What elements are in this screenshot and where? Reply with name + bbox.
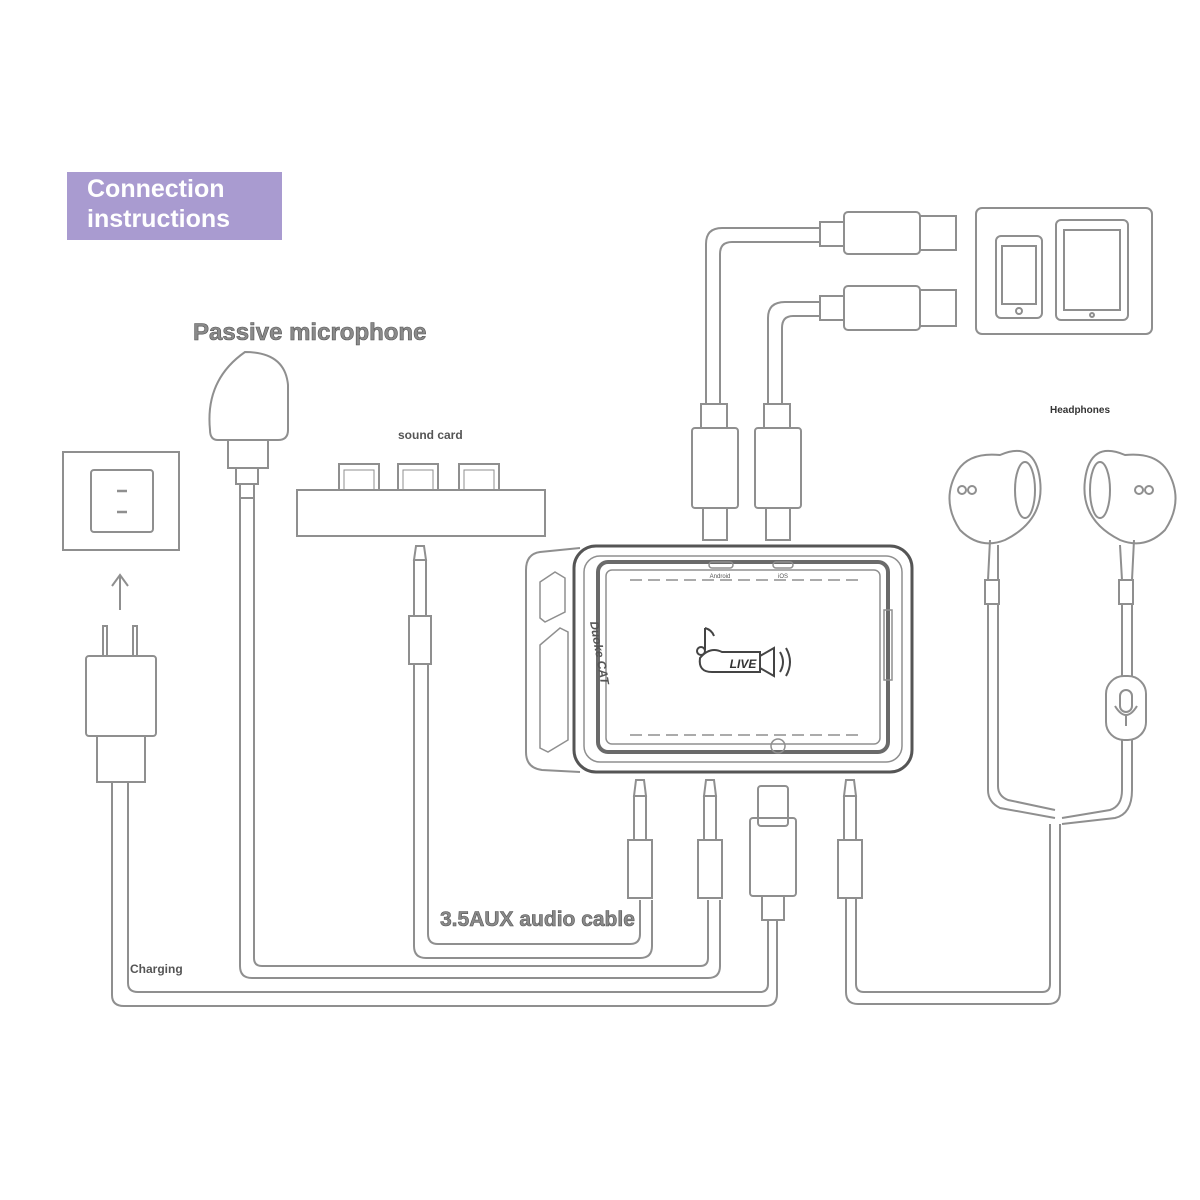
live-logo-icon <box>696 627 791 678</box>
brand-text: Duoke CAT <box>587 620 612 687</box>
devices-box <box>975 207 1153 335</box>
earbud-icon <box>948 450 1056 819</box>
port-label-android: Android <box>710 574 731 580</box>
power-outlet-icon <box>62 451 180 551</box>
title-badge: Connection instructions <box>67 172 282 240</box>
top-cables <box>691 211 957 541</box>
port-label-ios: iOS <box>778 574 788 580</box>
sound-card-icon <box>296 463 653 959</box>
microphone-icon <box>208 350 721 979</box>
arrow-up-icon <box>111 573 129 610</box>
label-headphones: Headphones <box>1050 405 1111 416</box>
inline-mic-icon <box>1105 675 1147 741</box>
live-logo-text: LIVE <box>730 657 758 671</box>
label-aux-cable: 3.5AUX audio cable <box>440 908 636 932</box>
earbud-icon-right <box>1061 450 1177 825</box>
label-charging: Charging <box>130 962 183 976</box>
label-passive-microphone: Passive microphone <box>193 319 427 347</box>
label-sound-card: sound card <box>398 428 463 442</box>
tablet-icon <box>1055 219 1129 321</box>
title-line-1: Connection <box>87 175 225 203</box>
title-line-2: instructions <box>87 205 231 233</box>
phone-icon <box>995 235 1043 319</box>
main-device: LIVE Android iOS Duoke CAT <box>525 544 914 774</box>
bottom-connectors <box>627 779 1061 1005</box>
power-plug-icon <box>85 625 778 1007</box>
